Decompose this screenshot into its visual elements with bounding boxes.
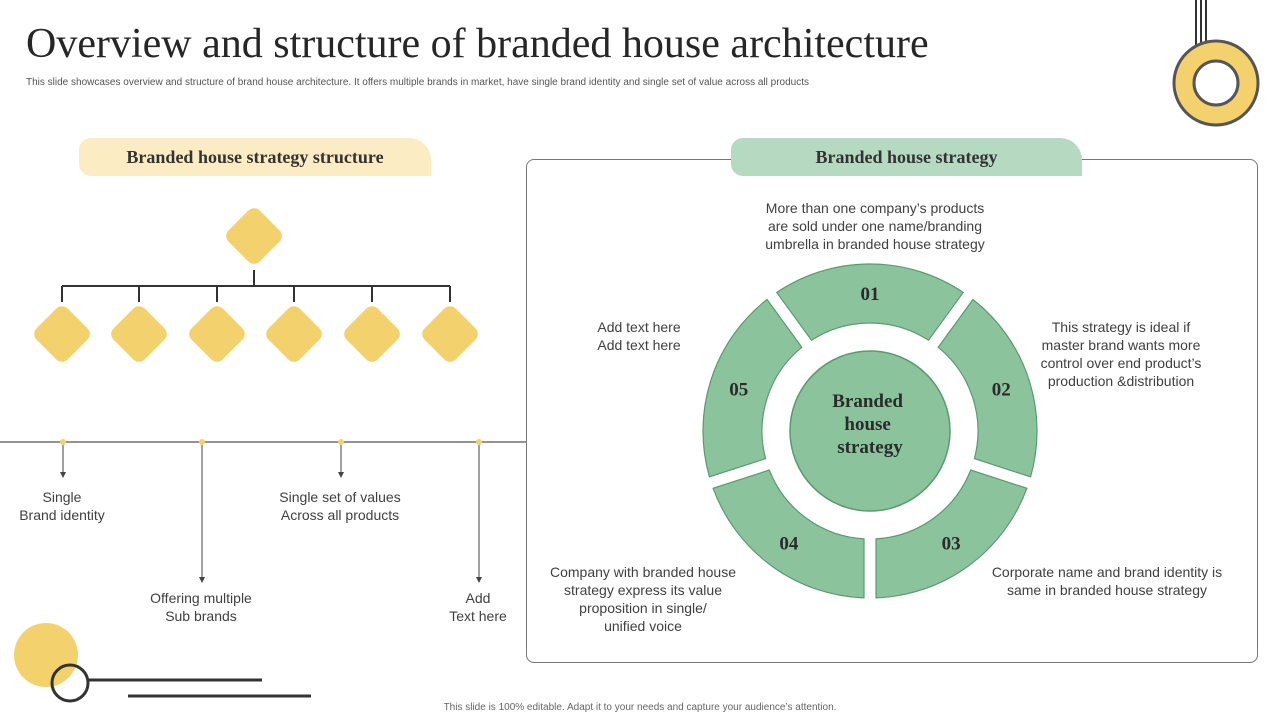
wheel-segment-label-04: 04	[779, 534, 799, 555]
wheel-center-label: Branded house strategy	[832, 391, 908, 458]
child-diamond	[422, 306, 478, 362]
child-diamond	[344, 306, 400, 362]
segment-05-description: Add text here Add text here	[597, 319, 681, 353]
strategy-wheel: Branded house strategy 01 02 03 04 05	[702, 263, 1038, 599]
child-diamond	[266, 306, 322, 362]
wheel-segment-label-02: 02	[992, 379, 1011, 400]
wheel-labels: 01 02 03 04 05	[729, 284, 1010, 555]
wheel-segment-label-03: 03	[942, 534, 961, 555]
segment-04-description: Company with branded house strategy expr…	[549, 564, 736, 634]
segment-03-description: Corporate name and brand identity is sam…	[991, 564, 1223, 598]
decor-bottom-left-icon	[14, 623, 311, 703]
wheel-segment-03	[875, 469, 1028, 599]
wheel-segment-04	[712, 469, 865, 599]
segment-02-description: This strategy is ideal if master brand w…	[1040, 319, 1202, 389]
wheel-segment-05	[702, 298, 803, 478]
timeline-single-values: Single set of values Across all products	[279, 489, 401, 523]
page-title: Overview and structure of branded house …	[26, 21, 929, 67]
timeline-single-brand: Single Brand identity	[19, 489, 105, 523]
wheel-segment-label-01: 01	[861, 284, 880, 305]
decor-ring-icon	[1172, 0, 1260, 127]
wheel-segment-02	[937, 298, 1038, 478]
structure-diagram	[0, 208, 526, 583]
structure-heading: Branded house strategy structure	[79, 138, 431, 176]
wheel-segment-01	[775, 263, 965, 342]
footer-note: This slide is 100% editable. Adapt it to…	[443, 702, 837, 713]
strategy-heading: Branded house strategy	[731, 138, 1082, 176]
wheel-center-circle	[789, 350, 951, 512]
timeline-add-text: Add Text here	[449, 590, 507, 624]
wheel-segment-label-05: 05	[729, 379, 748, 400]
child-diamond	[34, 306, 90, 362]
wheel-segments	[702, 263, 1038, 599]
top-diamond	[226, 208, 282, 264]
segment-01-description: More than one company’s products are sol…	[765, 200, 985, 252]
timeline-multiple-sub: Offering multiple Sub brands	[150, 590, 252, 624]
child-diamond	[189, 306, 245, 362]
page-subtitle: This slide showcases overview and struct…	[26, 77, 809, 88]
child-diamond	[111, 306, 167, 362]
